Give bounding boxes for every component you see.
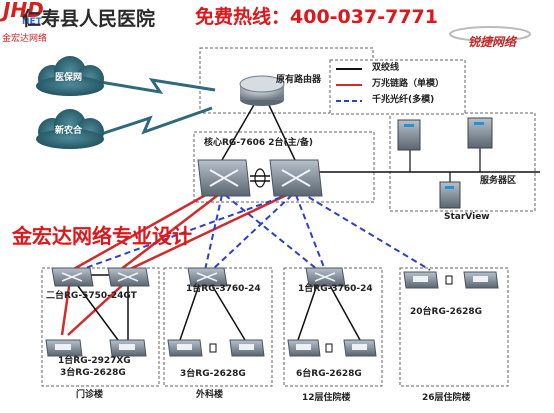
- zone-outpatient-top-switch-label: 二台RG-5750-24GT: [46, 291, 137, 301]
- starview-server-icon: [439, 181, 461, 209]
- zone-outpatient-bottom-switch2-label: 3台RG-2628G: [60, 368, 126, 378]
- zone-surgery-bottom-switch-label: 3台RG-2628G: [180, 369, 246, 379]
- link-1g-1: [79, 193, 291, 271]
- wan-bolt-upper: [99, 77, 216, 95]
- link-12-a: [297, 281, 319, 341]
- zone-surgery-top-switch-label: 1台RG-3760-24: [186, 284, 261, 294]
- link-op-red-b: [67, 279, 129, 336]
- legend-label-1g: 千兆光纤(多模): [372, 95, 435, 105]
- link-10g-1: [71, 186, 219, 272]
- zone-12f-bottom-switch-label: 6台RG-2628G: [296, 369, 362, 379]
- page-title: 仁寿县人民医院: [22, 8, 156, 30]
- legend-label-10g: 万兆链路（单模）: [372, 79, 445, 89]
- zone-outpatient-bottom-switch-label: 1台RG-2927XG: [58, 356, 131, 366]
- logo-text: JHD: [3, 0, 44, 22]
- brand-text: 锐捷网络: [468, 35, 517, 49]
- link-1g-6: [299, 191, 431, 271]
- zone-surgery-name: 外科楼: [196, 390, 224, 400]
- switch-12f-icon: [305, 267, 346, 287]
- core-switch-left-icon: [197, 159, 251, 197]
- link-1g-3: [211, 194, 293, 271]
- cloud-label-rural-coop: 新农合: [55, 126, 83, 136]
- zone-box-outpatient: [41, 267, 160, 387]
- stack-link-26: [445, 275, 453, 285]
- access-switch-sg-2-icon: [229, 339, 265, 357]
- legend-label-twisted: 双绞线: [372, 63, 400, 73]
- core-switch-label: 核心RG-7606 2台(主/备): [204, 138, 314, 148]
- link-op-a: [74, 281, 119, 341]
- brand-logo-icon: [449, 26, 531, 42]
- access-switch-12-1-icon: [287, 339, 321, 357]
- link-op-red-a: [60, 279, 72, 336]
- server-icon-1: [397, 119, 421, 151]
- cloud-label-medical-insurance: 医保网: [55, 73, 83, 83]
- core-interlink: [250, 168, 270, 188]
- zone-box-26f: [399, 267, 509, 387]
- link-1g-4: [224, 194, 319, 271]
- access-switch-op-2-icon: [109, 339, 147, 357]
- link-12-b: [327, 281, 361, 341]
- link-sg-b: [209, 281, 246, 341]
- zone-12f-name: 12层住院楼: [302, 393, 351, 403]
- cloud-rural-coop: [36, 109, 104, 149]
- logo-sub-text: NET: [22, 17, 42, 27]
- link-sg-a: [179, 281, 201, 341]
- zone-outpatient-name: 门诊楼: [76, 390, 104, 400]
- cloud-medical-insurance: [36, 56, 104, 96]
- zone-26f-bottom-switch-label: 20台RG-2628G: [410, 307, 483, 317]
- watermark-text: 金宏达网络专业设计: [12, 224, 192, 248]
- switch-surgery-icon: [187, 267, 228, 287]
- stack-link-sg: [209, 343, 217, 353]
- hotline-text: 免费热线：400-037-7771: [195, 6, 438, 28]
- link-1g-2: [204, 194, 223, 271]
- core-switch-right-icon: [269, 159, 323, 197]
- access-switch-26-2-icon: [463, 271, 499, 289]
- stack-link-12: [325, 343, 333, 353]
- zone-box-12f: [283, 267, 383, 387]
- wan-bolt-lower: [97, 106, 213, 137]
- link-10g-2: [119, 191, 223, 271]
- starview-label: StarView: [444, 212, 490, 222]
- zone-12f-top-switch-label: 1台RG-3760-24: [298, 284, 373, 294]
- link-1g-5: [295, 194, 326, 271]
- access-switch-op-1-icon: [45, 339, 83, 357]
- switch-op-right-icon: [107, 267, 150, 287]
- access-switch-26-1-icon: [403, 271, 439, 289]
- switch-op-left-icon: [51, 267, 94, 287]
- server-icon-2: [467, 117, 493, 149]
- zone-26f-name: 26层住院楼: [422, 393, 471, 403]
- router-icon: [239, 75, 285, 106]
- zone-box-surgery: [163, 267, 273, 387]
- access-switch-sg-1-icon: [167, 339, 203, 357]
- server-area-label: 服务器区: [480, 176, 517, 186]
- link-10g-3: [127, 190, 294, 272]
- access-switch-12-2-icon: [343, 339, 377, 357]
- router-label: 原有路由器: [276, 75, 322, 85]
- link-router-core-left: [221, 102, 256, 161]
- logo-caption: 金宏达网络: [2, 34, 48, 44]
- link-router-core-right: [267, 102, 296, 161]
